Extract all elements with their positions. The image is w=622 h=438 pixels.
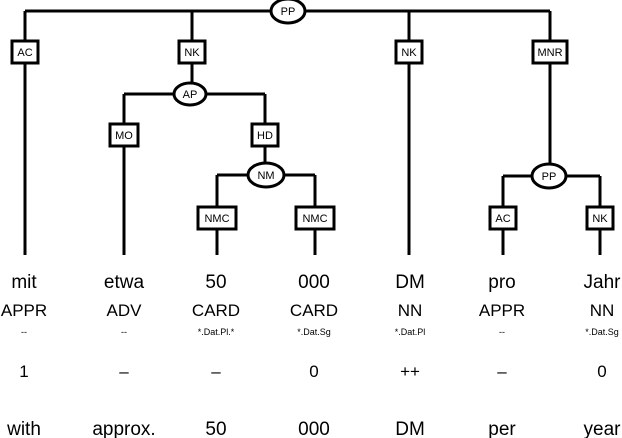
node-pp-root[interactable]: PP [269, 0, 307, 25]
gloss-word: DM [395, 419, 425, 438]
edge-box-nmc-2-label: NMC [302, 213, 327, 225]
node-pp-root-label: PP [281, 6, 296, 18]
edge-box-mo-label: MO [115, 130, 133, 142]
terminal-word: 000 [298, 272, 330, 293]
pos-tag: APPR [0, 301, 48, 320]
edge-box-ac-1[interactable]: AC [10, 39, 40, 65]
morph-feature: *.Dat.Pl.* [197, 327, 235, 337]
column-value: 0 [597, 362, 607, 381]
edge-box-nk-2[interactable]: NK [394, 39, 424, 65]
terminal-word: Jahr [583, 272, 621, 293]
gloss-word: year [583, 419, 621, 438]
morph-feature: -- [21, 327, 27, 337]
edge-box-nmc-2[interactable]: NMC [294, 205, 336, 231]
edge-box-ac-2[interactable]: AC [488, 205, 518, 231]
terminal-word: pro [488, 272, 516, 293]
edge-box-nmc-1[interactable]: NMC [196, 205, 238, 231]
terminal-word: DM [395, 272, 425, 293]
edge-box-ac-1-label: AC [17, 47, 32, 59]
edge-box-nk-3-label: NK [592, 213, 608, 225]
edge-box-nk-1-label: NK [184, 47, 200, 59]
pos-tag: APPR [478, 301, 526, 320]
column-value: – [119, 362, 129, 381]
morph-feature: *.Dat.Sg [585, 327, 619, 337]
edge-box-nk-3[interactable]: NK [585, 205, 615, 231]
node-nm-label: NM [257, 170, 274, 182]
morph-feature: *.Dat.Pl [394, 327, 426, 337]
column-value: – [497, 362, 507, 381]
column-value: 0 [309, 362, 319, 381]
pos-tag: NN [589, 301, 615, 320]
gloss-word: per [488, 419, 516, 438]
edge-box-mnr[interactable]: MNR [531, 39, 569, 65]
node-pp-right[interactable]: PP [530, 162, 568, 190]
column-value: 1 [19, 362, 29, 381]
morph-feature: -- [499, 327, 505, 337]
terminal-word: 50 [205, 272, 227, 293]
pos-tag: CARD [191, 301, 241, 320]
pos-tag: NN [397, 301, 423, 320]
pos-tag: ADV [106, 301, 142, 320]
terminal-word: mit [11, 272, 37, 293]
edge-box-nk-2-label: NK [401, 47, 417, 59]
edge-box-mnr-label: MNR [537, 47, 562, 59]
gloss-word: approx. [92, 419, 156, 438]
phrasal-nodes: PP AP NM PP [172, 0, 568, 190]
pos-tag: CARD [289, 301, 339, 320]
morph-feature: -- [121, 327, 127, 337]
column-value: ++ [400, 362, 420, 381]
terminal-word: etwa [103, 272, 145, 293]
column-value: – [211, 362, 221, 381]
morph-feature: *.Dat.Sg [297, 327, 331, 337]
node-ap[interactable]: AP [172, 81, 208, 107]
gloss-word: 000 [298, 419, 330, 438]
edge-box-hd[interactable]: HD [250, 122, 280, 148]
edge-box-nmc-1-label: NMC [204, 213, 229, 225]
edge-box-ac-2-label: AC [495, 213, 510, 225]
edge-box-hd-label: HD [257, 130, 273, 142]
edge-label-boxes: AC NK NK MNR MO HD [10, 39, 615, 231]
gloss-word: 50 [205, 419, 227, 438]
node-pp-right-label: PP [542, 171, 557, 183]
node-nm[interactable]: NM [246, 161, 286, 189]
gloss-word: with [7, 419, 41, 438]
edge-box-mo[interactable]: MO [108, 122, 140, 148]
node-ap-label: AP [183, 89, 198, 101]
edge-box-nk-1[interactable]: NK [177, 39, 207, 65]
